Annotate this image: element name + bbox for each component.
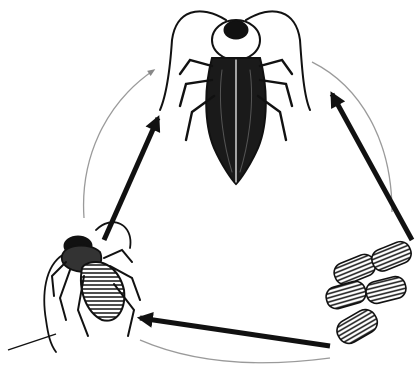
adult-cockroach-icon [160, 11, 310, 184]
cycle-arc-right [312, 62, 392, 212]
egg-case-icon [324, 239, 414, 348]
cycle-arc-left [84, 70, 154, 218]
arrow-egg-to-nymph [140, 318, 330, 346]
label-pointer-line [8, 334, 56, 350]
nymph-antenna-right [96, 222, 130, 248]
nymph-cockroach-icon [44, 222, 140, 352]
arrow-egg-to-adult [332, 94, 412, 240]
arrow-nymph-to-adult [104, 118, 158, 240]
head [224, 21, 248, 39]
